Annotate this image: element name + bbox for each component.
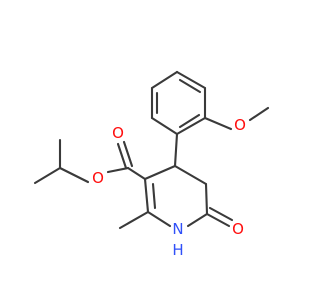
- benzene-bond-6: [175, 116, 207, 136]
- ester-oxygen-label: O: [92, 169, 104, 187]
- ring-n-c2-bond: [146, 210, 172, 228]
- molecule-structure: O O O O N H: [33, 70, 270, 259]
- structure-canvas: O O O O N H: [33, 70, 270, 259]
- methoxy-c-o-bond: [203, 116, 233, 131]
- isopropyl-ch-o-bond: [58, 166, 90, 184]
- bond-layer: [33, 70, 270, 230]
- isopropyl-methyl-bond-1: [33, 166, 62, 185]
- benzene-inner-2: [178, 78, 202, 94]
- ester-carbonyl-bond-b: [122, 140, 134, 168]
- ring-c3-c4-bond: [143, 164, 177, 181]
- ester-carbonyl-oxygen-label: O: [112, 124, 124, 142]
- lactam-oxygen-label: O: [232, 220, 244, 238]
- ring-c6-n-bond: [186, 212, 209, 228]
- c2-methyl-bond: [118, 210, 150, 230]
- ring-c2-c3-bond-b: [151, 182, 157, 210]
- ring-c2-c3-bond-a: [143, 177, 150, 214]
- benzene-bond-4: [175, 70, 207, 90]
- atom-label-layer: O O O O N H: [92, 116, 246, 259]
- ring-c5-c6-bond: [204, 182, 209, 216]
- c4-aryl-bond: [173, 132, 179, 168]
- ring-c4-c5-bond: [173, 164, 208, 186]
- benzene-bond-3: [150, 70, 179, 90]
- lactam-co-bond-b: [208, 206, 234, 222]
- ester-c-c3-bond: [126, 166, 147, 181]
- ring-nitrogen-label: N: [172, 220, 183, 238]
- ester-carbonyl-bond-a: [116, 142, 128, 170]
- ester-o-c-bond: [106, 166, 130, 174]
- methoxy-o-ch3-bond: [248, 106, 270, 122]
- benzene-inner-3: [178, 113, 201, 129]
- methoxy-oxygen-label: O: [234, 116, 246, 134]
- benzene-bond-1: [150, 116, 179, 136]
- ring-nh-hydrogen-label: H: [172, 241, 183, 259]
- lactam-co-bond-a: [205, 212, 231, 228]
